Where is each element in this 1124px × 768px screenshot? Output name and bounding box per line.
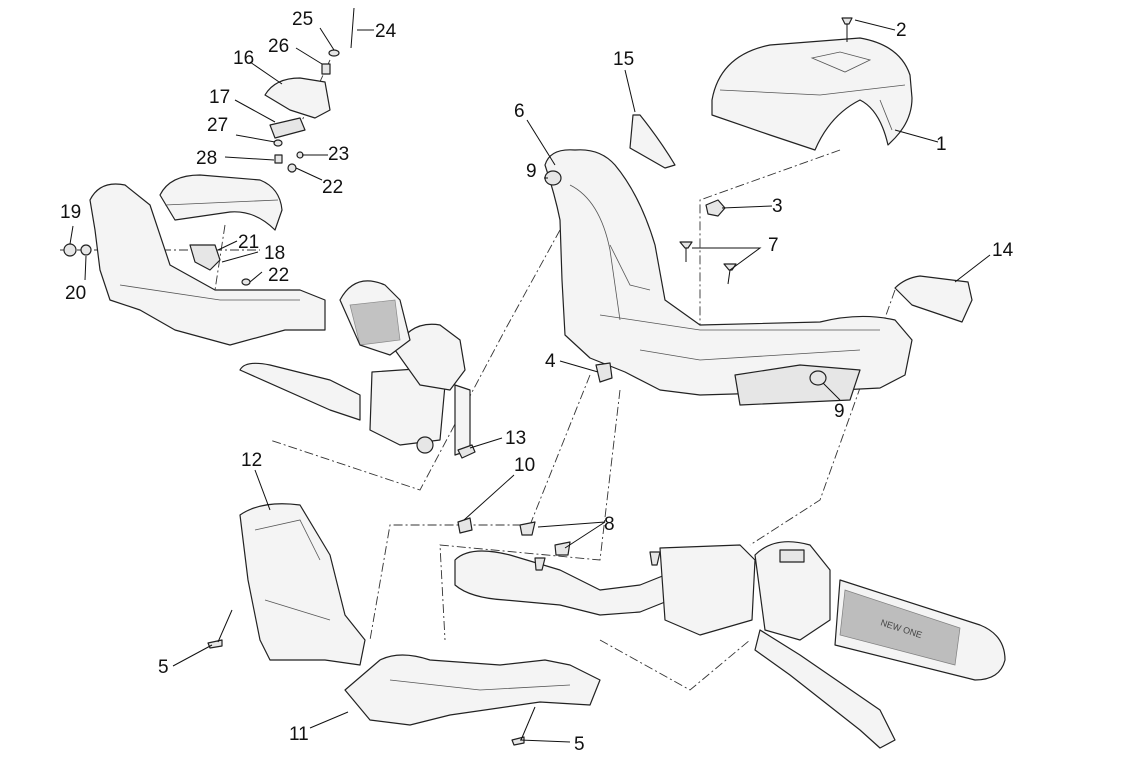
central-cover-part — [544, 149, 913, 406]
callout-4: 4 — [545, 351, 556, 372]
callout-2: 2 — [896, 20, 907, 41]
left-brake-lever-assembly — [239, 280, 471, 456]
top-cover-part — [711, 37, 913, 151]
callout-24: 24 — [375, 21, 397, 42]
callout-19: 19 — [60, 202, 81, 223]
callout-18: 18 — [264, 243, 285, 264]
lower-cover-part-12 — [239, 503, 366, 666]
callout-8: 8 — [604, 514, 615, 535]
callout-11: 11 — [289, 724, 309, 745]
callout-6: 6 — [514, 101, 525, 122]
clip-nut-part-3 — [705, 199, 726, 217]
callout-26: 26 — [268, 36, 289, 57]
callout-12: 12 — [241, 450, 262, 471]
callout-27: 27 — [207, 115, 228, 136]
callout-labels: 1 2 3 4 5 5 6 7 8 9 9 10 11 12 13 14 15 … — [60, 9, 1014, 755]
callout-21: 21 — [238, 232, 259, 253]
small-cover-part-15 — [629, 114, 676, 169]
lower-cover-part-11 — [344, 654, 601, 726]
callout-15: 15 — [613, 49, 634, 70]
callout-22a: 22 — [322, 177, 343, 198]
callout-22b: 22 — [268, 265, 289, 286]
callout-20: 20 — [65, 283, 86, 304]
callout-5a: 5 — [158, 657, 169, 678]
callout-23: 23 — [328, 144, 349, 165]
inset-assembly — [63, 174, 326, 346]
callout-3: 3 — [772, 196, 783, 217]
callout-9b: 9 — [834, 401, 845, 422]
callout-10: 10 — [514, 455, 535, 476]
cap-part-16 — [241, 7, 355, 286]
screws-part-5 — [207, 609, 536, 746]
callout-5b: 5 — [574, 734, 585, 755]
clip-part-4 — [595, 362, 613, 383]
callout-25: 25 — [292, 9, 313, 30]
callout-13: 13 — [505, 428, 526, 449]
callout-17: 17 — [209, 87, 230, 108]
callout-7: 7 — [768, 235, 779, 256]
callout-28: 28 — [196, 148, 217, 169]
handlebar-assembly: NEW ONE — [454, 541, 1006, 749]
clips-part-8 — [519, 521, 571, 556]
callout-14: 14 — [992, 240, 1014, 261]
screw-part-2 — [841, 17, 853, 42]
side-cover-part-14 — [894, 275, 973, 323]
callout-1: 1 — [936, 134, 947, 155]
callout-16: 16 — [233, 48, 254, 69]
callout-9a: 9 — [526, 161, 537, 182]
screws-part-7 — [679, 241, 737, 285]
screw-part-10 — [457, 517, 661, 571]
callout-leaders — [69, 19, 991, 743]
